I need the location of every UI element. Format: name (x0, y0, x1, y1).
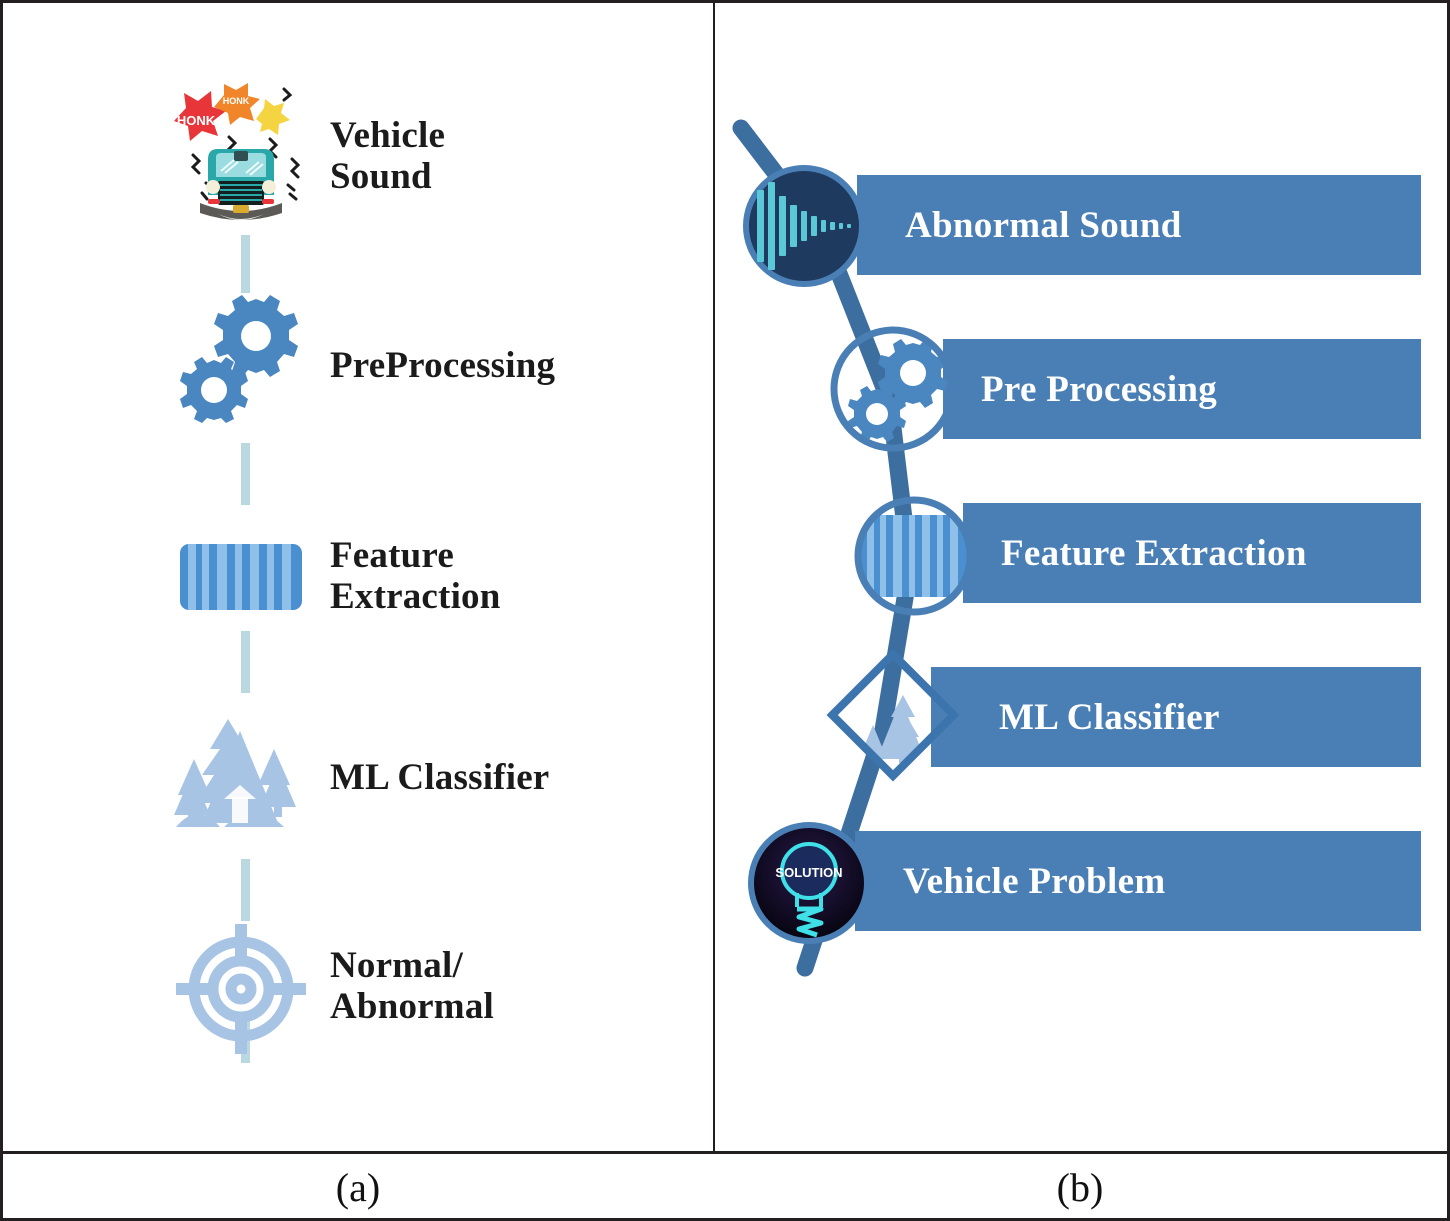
panel-a-label-1: Vehicle Sound (330, 114, 446, 197)
panel-a-step-3: Feature Extraction (166, 501, 501, 651)
panel-a-label-2: PreProcessing (330, 345, 556, 387)
panel-b-label-4: ML Classifier (999, 696, 1220, 738)
crosshair-target-icon (166, 911, 316, 1061)
panel-a-connector-1 (241, 235, 250, 293)
barcode-icon (166, 501, 316, 651)
gears-icon (166, 291, 316, 441)
panel-divider (713, 3, 715, 1153)
panel-a-connector-2 (241, 443, 250, 505)
panel-b-bar-3: Feature Extraction (963, 503, 1421, 603)
panel-b-label-1: Abnormal Sound (905, 204, 1182, 246)
sound-waveform-icon (757, 182, 851, 270)
panel-a-step-2: PreProcessing (166, 291, 555, 441)
panel-a-label-5: Normal/ Abnormal (330, 944, 494, 1027)
panel-a-label-4: ML Classifier (330, 757, 550, 799)
panel-b-bar-1: Abnormal Sound (857, 175, 1421, 275)
barcode-icon (861, 515, 967, 597)
panel-b-node-4 (819, 641, 967, 789)
panel-b-bar-2: Pre Processing (943, 339, 1421, 439)
panel-a-step-1: HONK HONK (166, 81, 445, 231)
panel-a-label-3: Feature Extraction (330, 534, 501, 617)
caption-b: (b) (1056, 1165, 1104, 1210)
lightbulb-solution-icon (780, 842, 838, 938)
panel-b-node-1 (743, 165, 865, 287)
mountain-trees-icon (166, 703, 316, 853)
panel-b-node-5: SOLUTION (747, 821, 871, 945)
caption-a: (a) (335, 1165, 381, 1210)
panel-b-node-3 (849, 491, 979, 621)
panel-a-pipeline: HONK HONK (3, 3, 713, 1151)
panel-b-bar-5: Vehicle Problem (855, 831, 1421, 931)
panel-b-node-2 (825, 321, 961, 457)
caption-row: (a) (b) (3, 1154, 1447, 1221)
panel-a-connector-3 (241, 631, 250, 693)
panel-b-bar-4: ML Classifier (931, 667, 1421, 767)
svg-text:HONK: HONK (223, 96, 250, 106)
panel-b-label-5: Vehicle Problem (903, 860, 1166, 902)
caption-divider (3, 1151, 1447, 1154)
panel-b-node-5-text: SOLUTION (775, 865, 842, 880)
panel-b-label-2: Pre Processing (981, 368, 1218, 410)
panel-b-pipeline: Abnormal Sound Pre Processing Feature Ex… (715, 3, 1450, 1151)
svg-text:HONK: HONK (177, 113, 216, 128)
panel-a-connector-4 (241, 859, 250, 921)
honking-car-icon: HONK HONK (166, 81, 316, 231)
gears-icon (848, 339, 948, 442)
panel-a-step-4: ML Classifier (166, 703, 549, 853)
panel-b-label-3: Feature Extraction (1001, 532, 1307, 574)
panel-a-step-5: Normal/ Abnormal (166, 911, 494, 1061)
